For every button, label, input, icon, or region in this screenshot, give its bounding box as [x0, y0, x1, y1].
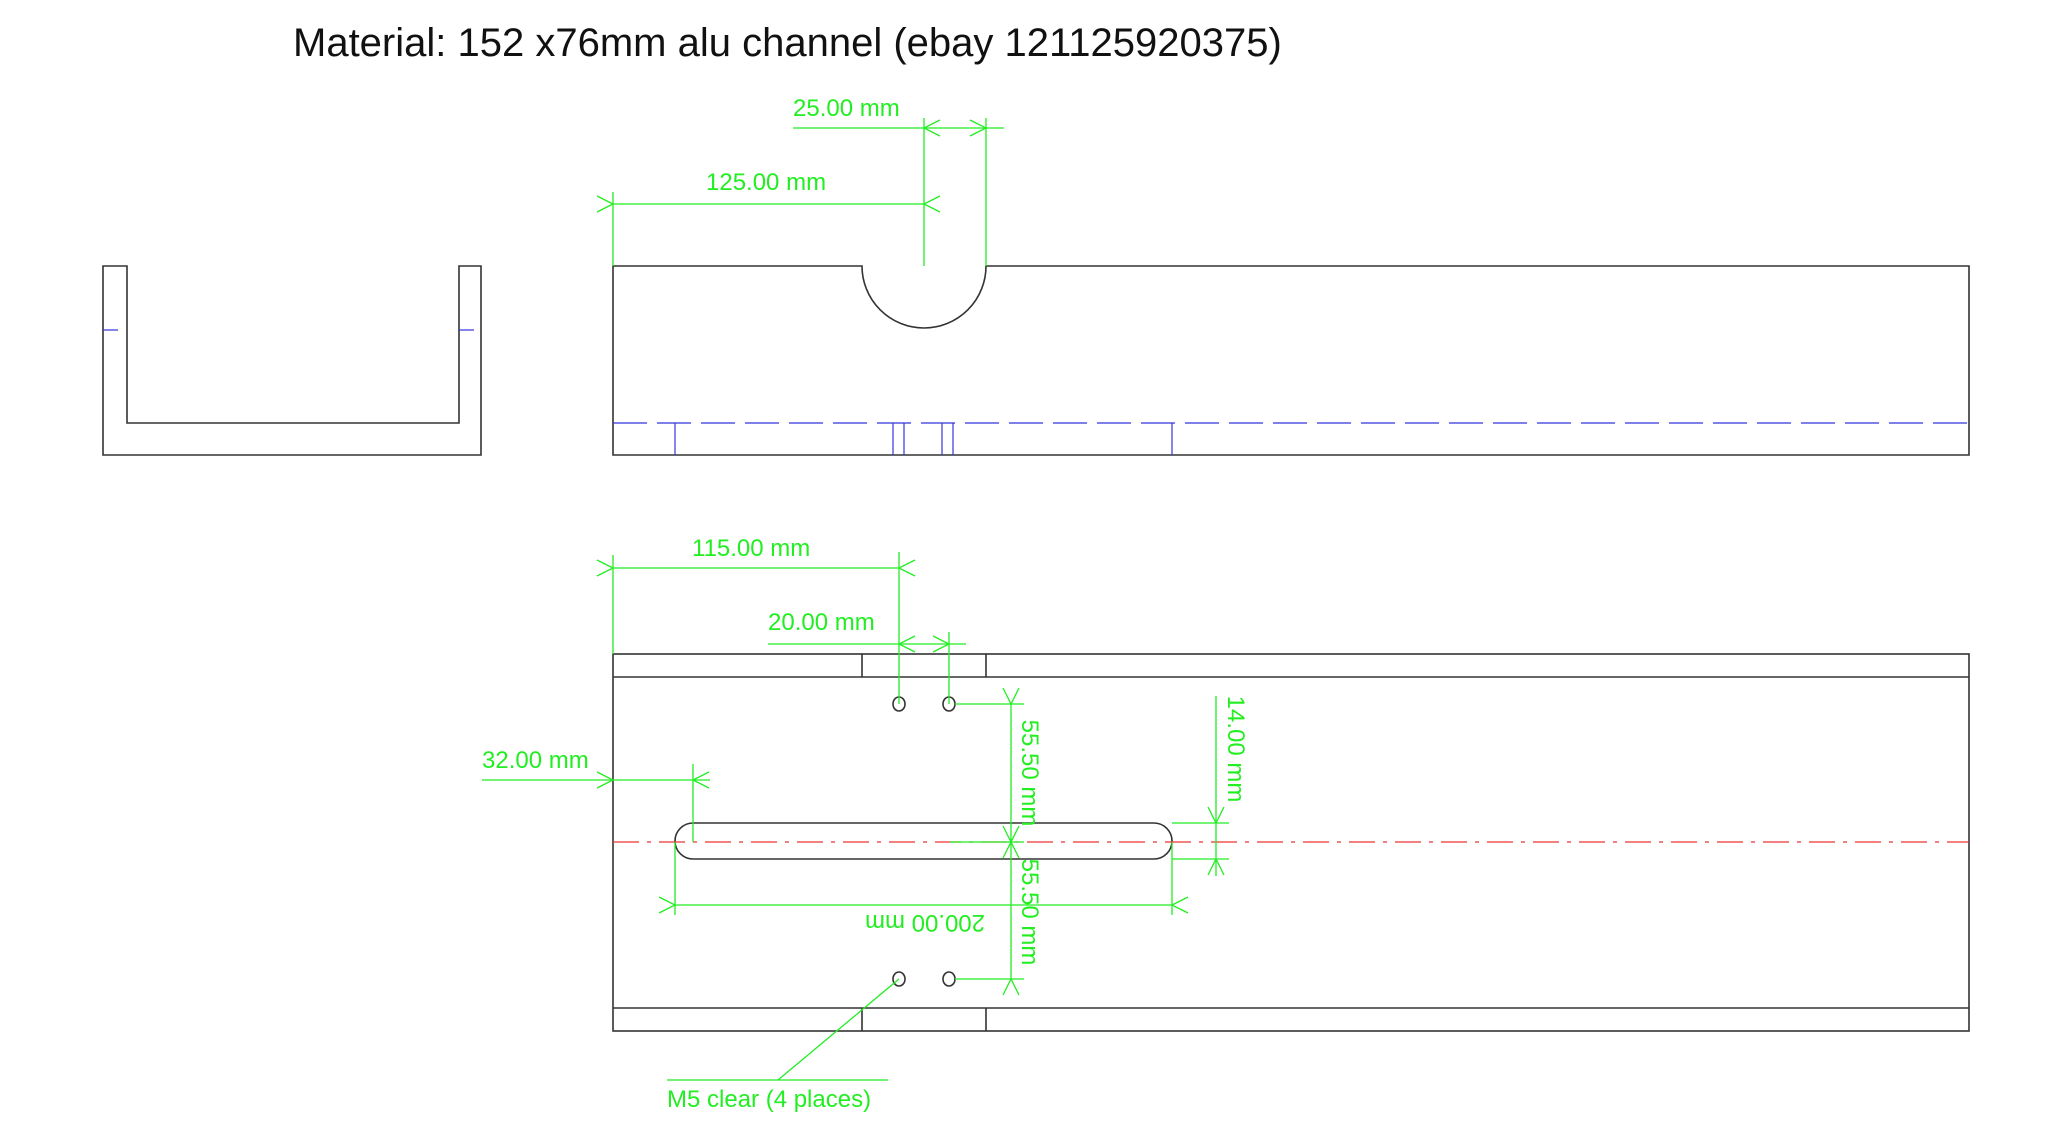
- end-view: [102, 265, 482, 456]
- side-view: 25.00 mm 125.00 mm: [613, 95, 1970, 456]
- dim-hole-offset-top: 55.50 mm: [1016, 720, 1043, 827]
- dim-slot-width: 14.00 mm: [1222, 696, 1249, 803]
- dim-hole-offset-bottom: 55.50 mm: [1016, 859, 1043, 966]
- dim-slot-offset: 32.00 mm: [482, 747, 589, 774]
- top-view: 115.00 mm 20.00 mm 32.00 mm 200.00 mm 55…: [482, 535, 1970, 1113]
- dim-notch-position: 125.00 mm: [706, 169, 826, 196]
- hole-note: M5 clear (4 places): [667, 1086, 871, 1113]
- dim-hole-position: 115.00 mm: [692, 535, 810, 562]
- dim-slot-length: 200.00 mm: [865, 909, 985, 936]
- dim-notch-width: 25.00 mm: [793, 95, 900, 122]
- dim-hole-spacing: 20.00 mm: [768, 609, 875, 636]
- slot: [674, 822, 1173, 860]
- drawing-title: Material: 152 x76mm alu channel (ebay 12…: [293, 21, 1282, 65]
